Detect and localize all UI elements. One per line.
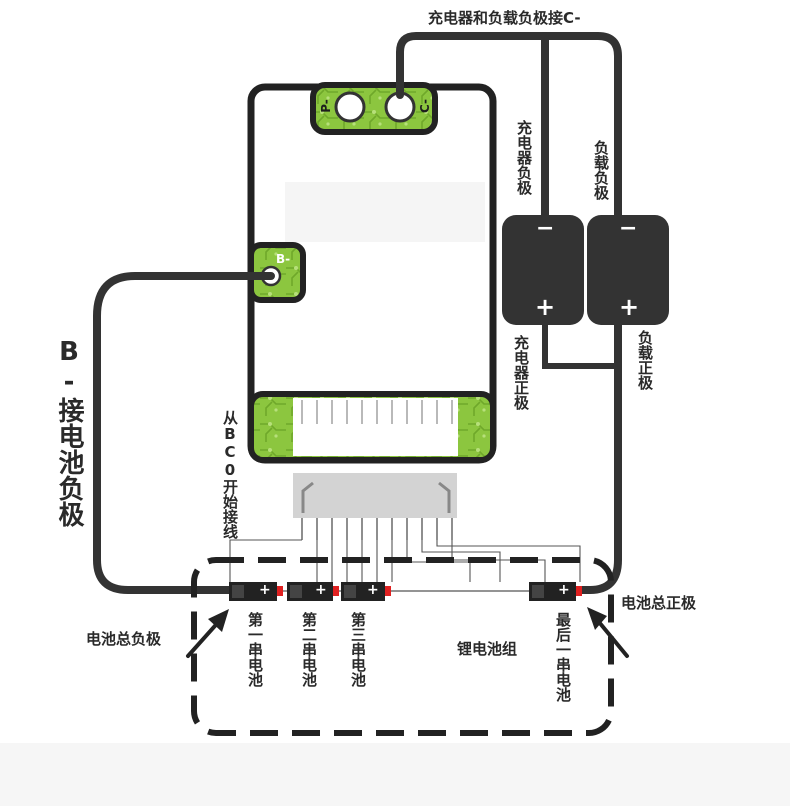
p-minus-hole (334, 91, 366, 123)
charger-negative-label: 充电器负极 (515, 120, 533, 195)
balance-connector-strip (248, 391, 496, 463)
top-negative-join-label: 充电器和负载负极接C- (428, 9, 581, 27)
cell-1 (229, 582, 283, 601)
cell-last-plus: + (558, 582, 570, 598)
charger-box (502, 215, 584, 325)
b-minus-to-battery-negative-label: B-接电池负极 (54, 337, 84, 527)
cell-2-plus: + (315, 582, 327, 598)
board-label-area (285, 182, 485, 242)
load-plus-sign: + (619, 293, 640, 321)
cell-last-label: 最后一串电池 (554, 612, 572, 702)
cell-2 (287, 582, 339, 601)
cell-1-plus: + (259, 582, 271, 598)
pad-c-minus-label: C- (418, 98, 433, 114)
start-from-bc0-label: 从BC0开始接线 (221, 410, 239, 539)
charger-positive-label: 充电器正极 (512, 335, 530, 410)
main-wires (93, 32, 622, 594)
battery-pack (191, 557, 614, 736)
bms-board (247, 82, 497, 464)
load-negative-label: 负载负极 (592, 140, 610, 200)
cell-last (529, 582, 582, 601)
negative-arrow-head (208, 609, 229, 632)
cell-first-label: 第一串电池 (246, 612, 264, 687)
balance-plug (293, 473, 457, 540)
bms-wiring-diagram (93, 32, 669, 736)
cell-third-label: 第三串电池 (349, 612, 367, 687)
footer-band (0, 743, 790, 806)
charger-plus-sign: + (535, 293, 556, 321)
pad-b-minus-label: B- (276, 252, 291, 266)
load-positive-wire (576, 314, 622, 594)
load-positive-label: 负载正极 (636, 330, 654, 390)
b-minus-wire (93, 272, 275, 594)
cell-3-plus: + (367, 582, 379, 598)
cell-3 (341, 582, 391, 601)
charger-positive-link (542, 318, 618, 369)
balance-socket (293, 398, 458, 456)
positive-arrow-head (587, 607, 607, 630)
pad-block-top (310, 82, 438, 135)
load-minus-sign: − (619, 216, 638, 241)
c-minus-top-wire (396, 32, 622, 226)
lithium-pack-label: 锂电池组 (457, 640, 518, 658)
load-box (587, 215, 669, 325)
battery-total-positive-label: 电池总正极 (621, 594, 697, 612)
charger-minus-sign: − (536, 216, 555, 241)
pad-p-minus-label: P- (318, 99, 333, 113)
cell-second-label: 第二串电池 (300, 612, 318, 687)
battery-total-negative-label: 电池总负极 (86, 630, 162, 648)
